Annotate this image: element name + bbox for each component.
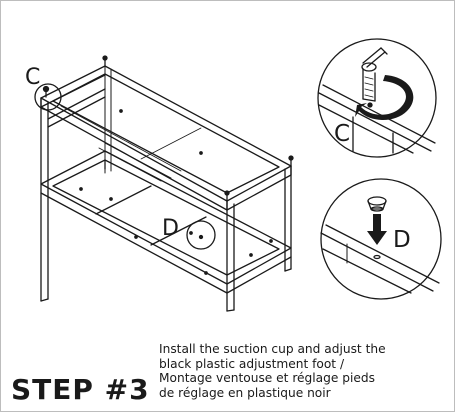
instruction-line: Montage ventouse et réglage pieds (159, 371, 375, 385)
detail-c-label: C (334, 121, 351, 147)
detail-d-label: D (393, 227, 411, 253)
detail-d (320, 178, 442, 300)
callout-c-circle (34, 83, 62, 111)
step-title: STEP #3 (11, 373, 150, 406)
rotation-arrow-icon (355, 75, 414, 120)
stand-frame (40, 55, 294, 312)
instruction-line: black plastic adjustment foot / (159, 356, 345, 371)
hex-key-icon (362, 47, 388, 68)
callout-c-label: C (25, 65, 41, 90)
down-arrow-icon (367, 214, 387, 245)
suction-cup-foot-icon (367, 196, 387, 212)
instruction-line: Install the suction cup and adjust the (159, 342, 386, 356)
callout-d-label: D (162, 216, 179, 241)
detail-c (317, 38, 437, 158)
callout-d-circle (186, 220, 216, 250)
step-instructions: Install the suction cup and adjust the b… (159, 342, 451, 400)
instruction-line: de réglage en plastique noir (159, 385, 331, 400)
